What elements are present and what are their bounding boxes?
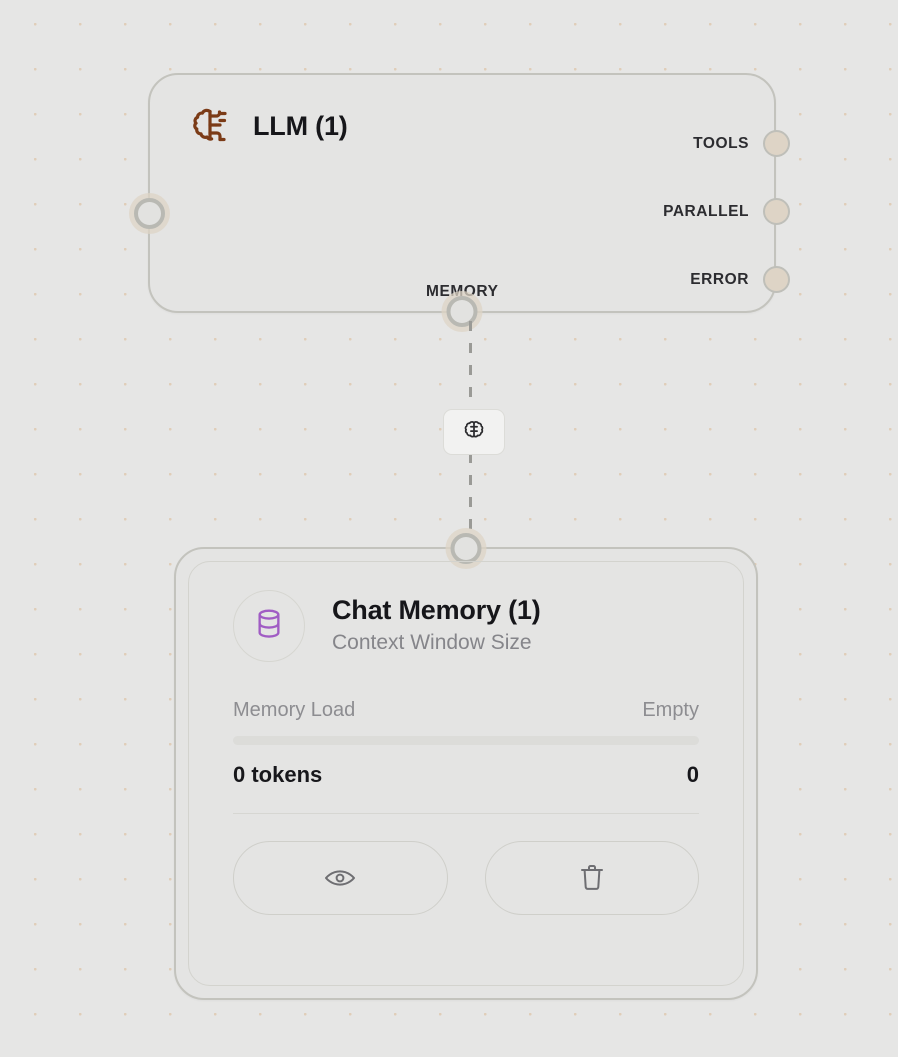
memory-load-row: Memory Load Empty — [233, 699, 699, 722]
tokens-row: 0 tokens 0 — [233, 762, 699, 788]
tokens-value: 0 — [686, 762, 699, 787]
llm-output-port-parallel[interactable]: PARALLEL — [663, 198, 790, 225]
memory-load-label: Memory Load — [233, 699, 356, 721]
llm-node[interactable]: LLM (1) TOOLS PARALLEL ERROR MEMORY — [134, 73, 790, 327]
port-dot-error[interactable] — [763, 266, 790, 293]
tokens-label: 0 tokens — [233, 762, 323, 787]
chat-memory-input-port[interactable] — [450, 533, 482, 564]
divider — [233, 813, 699, 814]
brain-icon — [190, 106, 234, 146]
port-label-parallel: PARALLEL — [663, 202, 749, 220]
chat-memory-node[interactable]: Chat Memory (1) Context Window Size Memo… — [174, 533, 758, 1000]
delete-memory-button[interactable] — [484, 841, 699, 915]
llm-input-port[interactable] — [134, 198, 165, 229]
llm-node-title: LLM (1) — [253, 110, 348, 141]
trash-icon — [579, 863, 605, 893]
port-label-error: ERROR — [690, 270, 749, 288]
chat-memory-title-block: Chat Memory (1) Context Window Size — [332, 595, 541, 657]
edge-badge[interactable] — [443, 409, 505, 455]
port-dot-parallel[interactable] — [763, 198, 790, 225]
brain-icon — [463, 419, 485, 446]
chat-memory-subtitle: Context Window Size — [332, 630, 532, 654]
chat-memory-card: Chat Memory (1) Context Window Size Memo… — [188, 561, 744, 986]
port-label-tools: TOOLS — [693, 134, 749, 152]
llm-output-port-tools[interactable]: TOOLS — [693, 130, 790, 157]
eye-icon — [324, 866, 356, 890]
llm-node-header: LLM (1) — [190, 106, 348, 146]
database-icon — [254, 608, 284, 645]
page-title: Chat Memory (1) — [332, 594, 541, 625]
memory-load-status: Empty — [642, 699, 699, 721]
llm-output-port-error[interactable]: ERROR — [690, 266, 790, 293]
port-dot-tools[interactable] — [763, 130, 790, 157]
avatar — [233, 590, 305, 662]
chat-memory-actions — [233, 841, 699, 915]
chat-memory-header: Chat Memory (1) Context Window Size — [233, 590, 699, 662]
llm-memory-port[interactable] — [446, 296, 478, 327]
view-memory-button[interactable] — [233, 841, 448, 915]
memory-load-progress-bar — [233, 736, 699, 745]
port-label-memory: MEMORY — [426, 283, 499, 300]
